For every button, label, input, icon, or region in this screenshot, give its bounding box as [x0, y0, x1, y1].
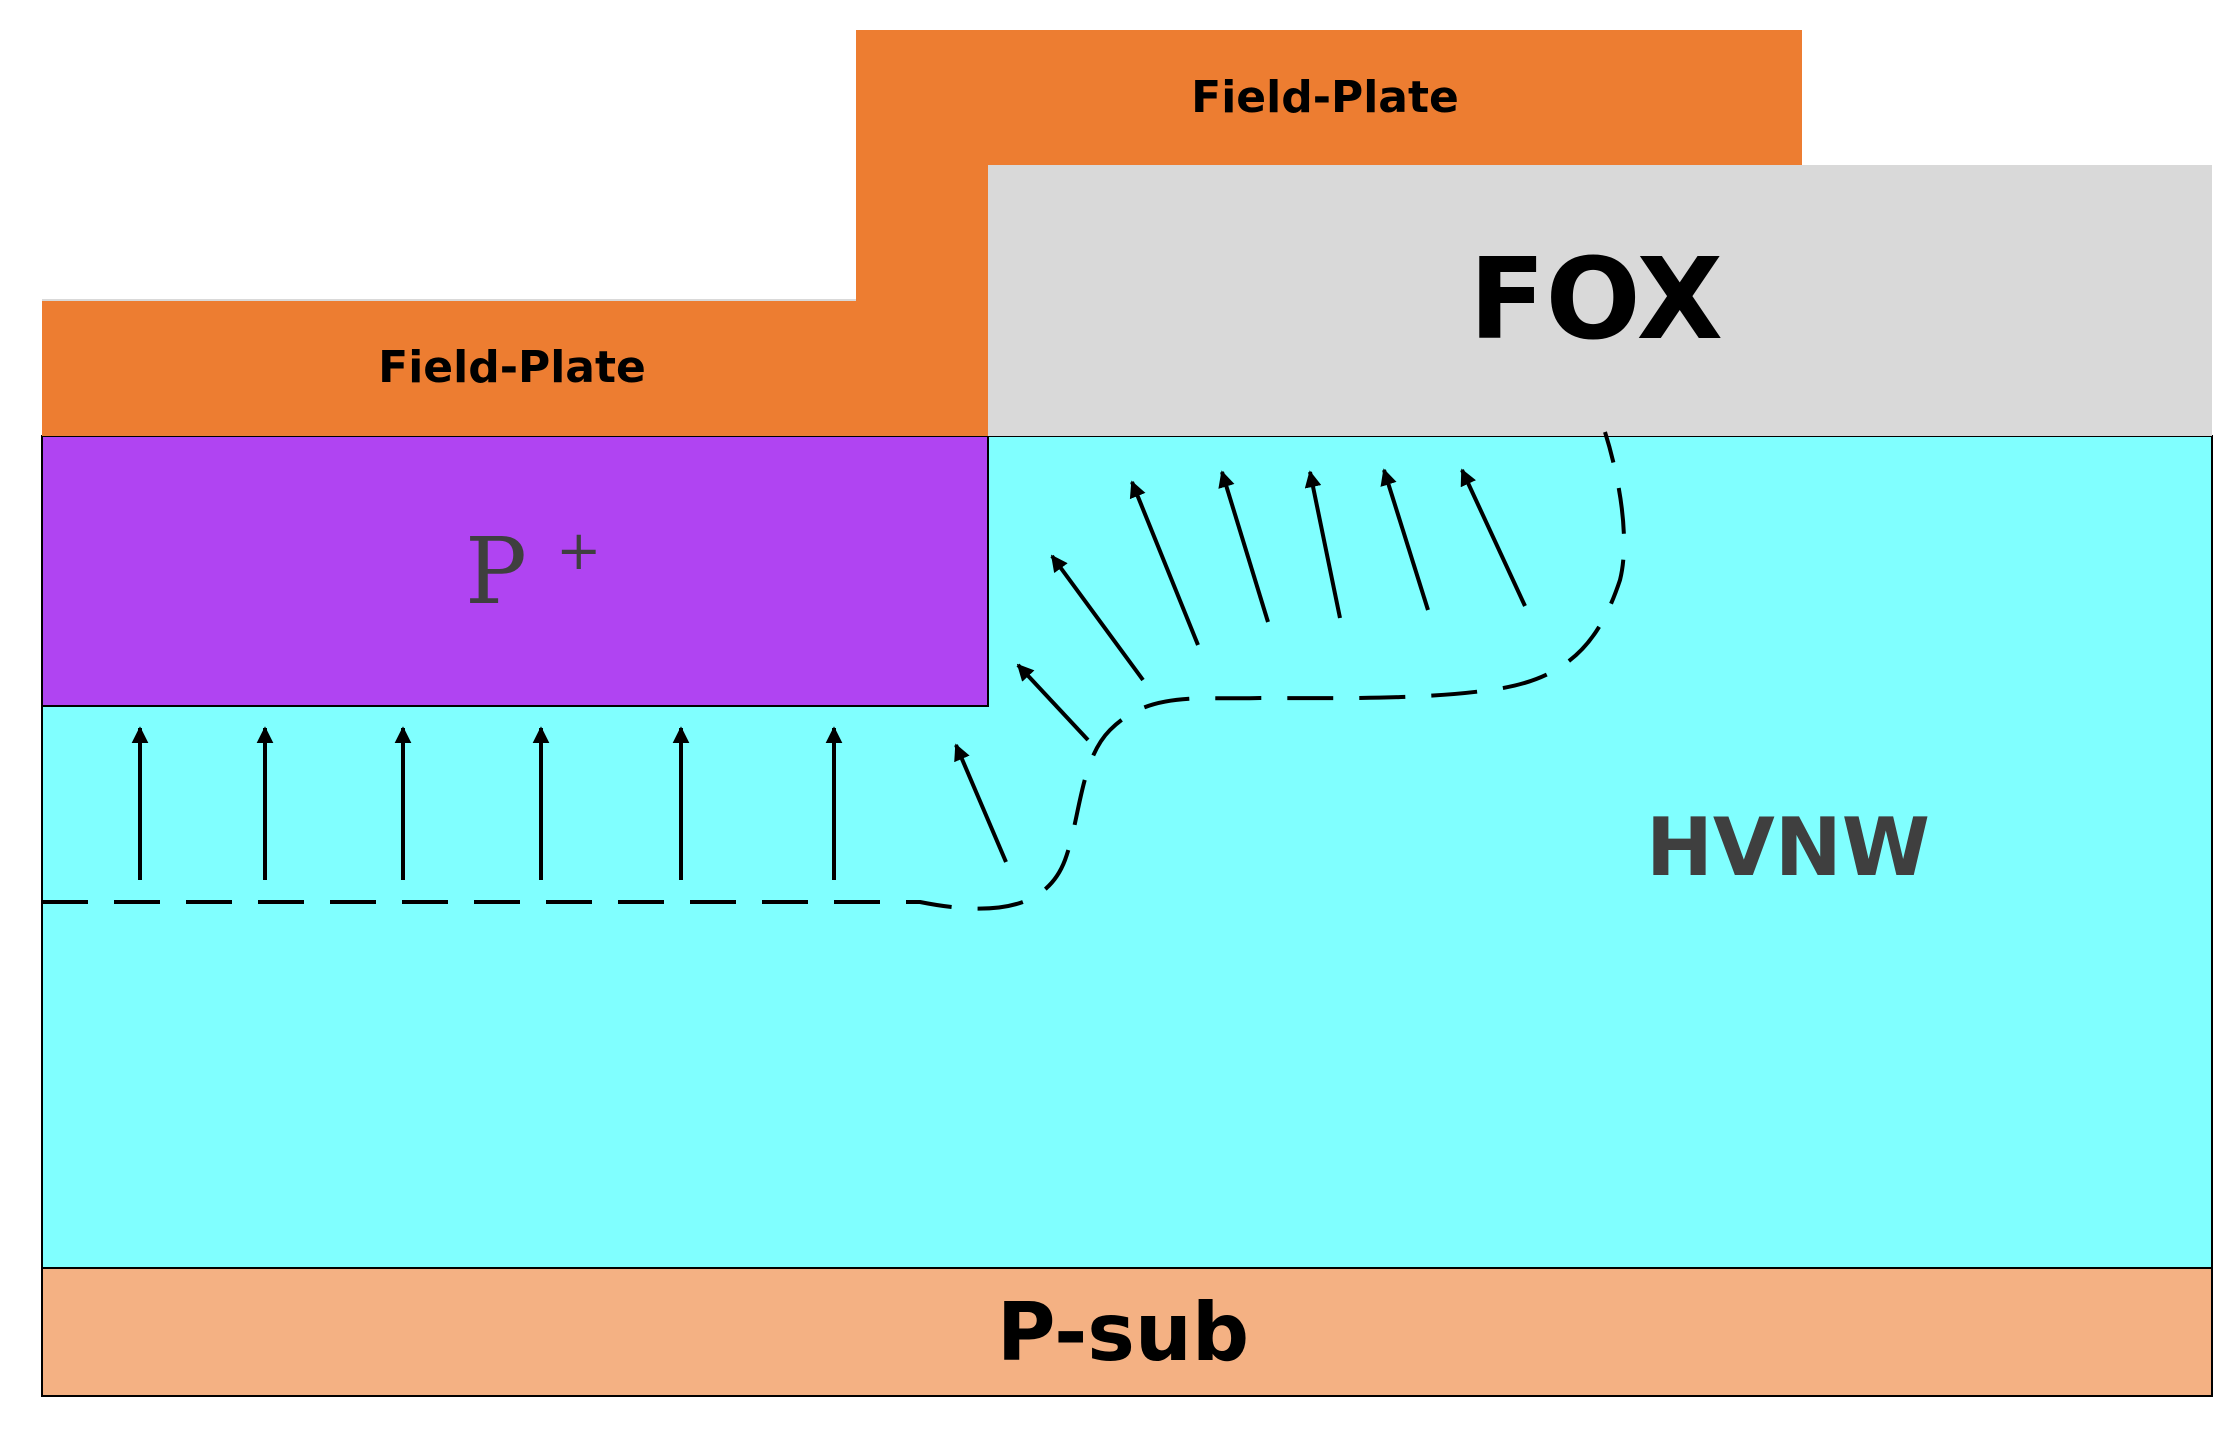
field-arrow: [1304, 470, 1342, 619]
p-plus-label-base: P: [465, 518, 527, 625]
field-arrow: [954, 743, 1008, 863]
field-arrow: [1016, 663, 1090, 742]
depletion-edge: [42, 431, 1626, 911]
field-arrows-tilted: [954, 468, 1527, 863]
field-arrow: [1129, 480, 1200, 646]
field-arrow: [1050, 554, 1145, 682]
field-plate-top-label: Field-Plate: [1191, 72, 1459, 123]
field-plate: [42, 30, 1802, 436]
p-sub-region: [41, 1267, 2213, 1397]
fox-label: FOX: [1469, 235, 1723, 365]
field-plate-left-label: Field-Plate: [378, 342, 646, 393]
field-arrows-vertical: [131, 726, 843, 880]
p-plus-label: P +: [465, 518, 601, 625]
fox-region: [988, 165, 2212, 436]
p-plus-label-superscript: +: [556, 519, 601, 582]
field-arrow: [1460, 468, 1527, 607]
field-arrow: [1218, 470, 1270, 623]
field-arrow: [1380, 468, 1430, 611]
hvnw-label: HVNW: [1646, 801, 1930, 894]
p-sub-label: P-sub: [997, 1286, 1249, 1379]
